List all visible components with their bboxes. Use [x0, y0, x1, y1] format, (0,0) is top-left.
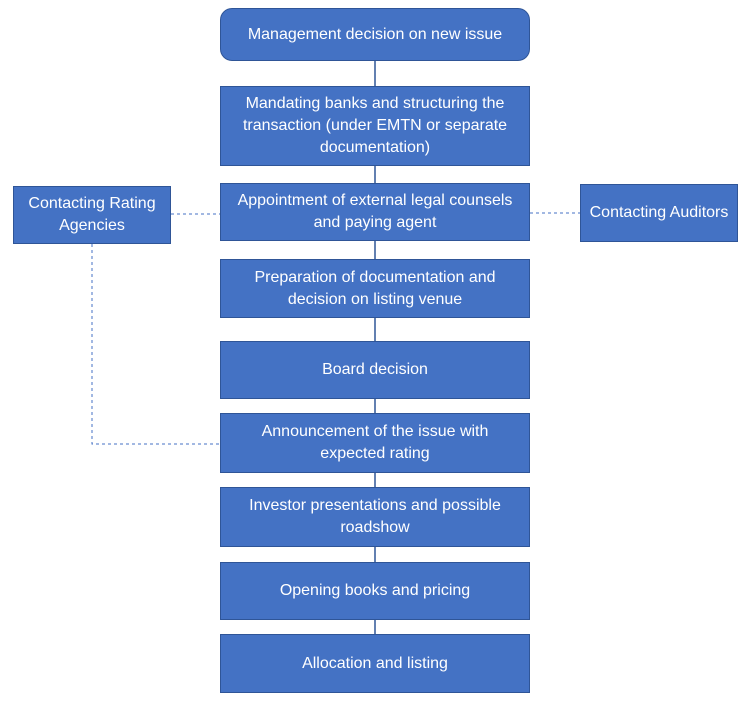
- step-announcement-label: Announcement of the issue with expected …: [261, 423, 489, 462]
- side-box-auditors-label: Contacting Auditors: [589, 204, 729, 221]
- step-allocation-listing-label: Allocation and listing: [302, 654, 448, 672]
- step-opening-books: Opening books and pricing: [220, 562, 530, 620]
- step-mandating-banks-label: Mandating banks and structuring the tran…: [242, 95, 508, 156]
- side-box-auditors: Contacting Auditors: [580, 184, 738, 242]
- step-preparation-documentation: Preparation of documentation and decisio…: [220, 259, 530, 318]
- step-appointment-legal: Appointment of external legal counsels a…: [220, 183, 530, 241]
- step-appointment-legal-label: Appointment of external legal counsels a…: [237, 192, 513, 231]
- step-investor-presentations: Investor presentations and possible road…: [220, 487, 530, 547]
- step-announcement: Announcement of the issue with expected …: [220, 413, 530, 473]
- step-opening-books-label: Opening books and pricing: [279, 582, 471, 599]
- step-management-decision: Management decision on new issue: [220, 8, 530, 61]
- step-mandating-banks: Mandating banks and structuring the tran…: [220, 86, 530, 166]
- side-box-rating-agencies: Contacting Rating Agencies: [13, 186, 171, 244]
- step-preparation-documentation-label: Preparation of documentation and decisio…: [254, 268, 496, 308]
- step-investor-presentations-label: Investor presentations and possible road…: [249, 497, 501, 536]
- dashed-connector-rating-to-announcement: [91, 244, 220, 445]
- step-allocation-listing: Allocation and listing: [220, 634, 530, 693]
- step-board-decision-label: Board decision: [322, 361, 428, 378]
- side-box-rating-agencies-label: Contacting Rating Agencies: [28, 195, 156, 234]
- step-management-decision-label: Management decision on new issue: [247, 25, 503, 43]
- step-board-decision: Board decision: [220, 341, 530, 399]
